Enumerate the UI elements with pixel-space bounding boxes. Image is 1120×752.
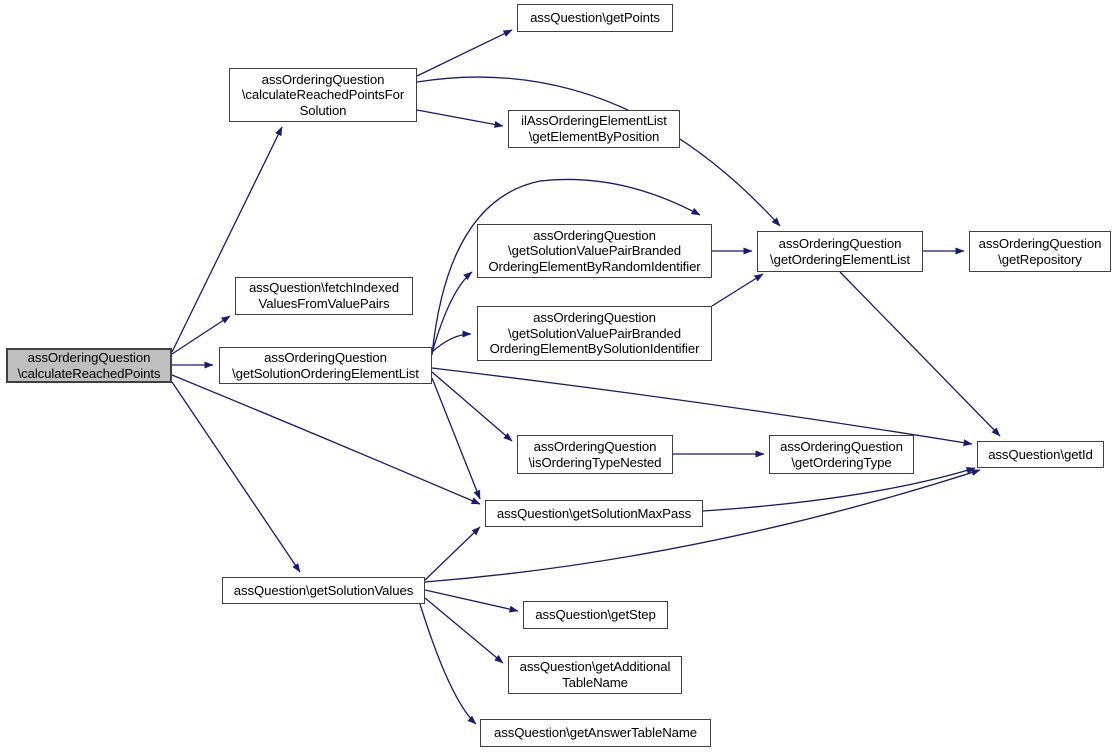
graph-node-getAnswerTableName[interactable]: assQuestion\getAnswerTableName [480,719,711,747]
graph-node-getOrderingElementList[interactable]: assOrderingQuestion \getOrderingElementL… [757,231,923,272]
graph-node-getOrderingType[interactable]: assOrderingQuestion \getOrderingType [769,435,914,474]
graph-node-fetchIndexedValuesFromValuePairs[interactable]: assQuestion\fetchIndexed ValuesFromValue… [235,277,413,315]
graph-edge-getSolutionValuePairBrandedOrderingElementBySolutionIdentifier-to-getOrderingElementList [711,273,764,307]
graph-node-label: assOrderingQuestion \calculateReachedPoi… [17,349,161,381]
graph-edge-calculateReachedPointsForSolution-to-getOrderingElementList [416,76,781,227]
graph-edge-getSolutionOrderingElementList-to-isOrderingTypeNested [431,371,513,442]
graph-edge-getOrderingElementList-to-getId [839,271,1001,437]
graph-node-calculateReachedPointsForSolution[interactable]: assOrderingQuestion \calculateReachedPoi… [229,68,417,122]
graph-node-getSolutionValuePairBrandedOrderingElementByRandomIdentifier[interactable]: assOrderingQuestion \getSolutionValuePai… [477,224,712,278]
graph-node-label: assQuestion\getId [988,446,1093,462]
graph-edge-getSolutionOrderingElementList-to-getSolutionValuePairBrandedOrderingElementBySolutionIdentifier [431,330,472,353]
graph-edge-getSolutionValues-to-getAdditionalTableName [424,597,504,664]
graph-node-label: assOrderingQuestion \getSolutionValuePai… [489,310,700,357]
graph-node-getSolutionValuePairBrandedOrderingElementBySolutionIdentifier[interactable]: assOrderingQuestion \getSolutionValuePai… [477,306,712,361]
graph-edge-calculateReachedPointsForSolution-to-getElementByPosition [416,109,504,128]
graph-node-getSolutionOrderingElementList[interactable]: assOrderingQuestion \getSolutionOrdering… [219,347,432,384]
graph-edge-calculateReachedPoints-to-calculateReachedPointsForSolution [171,126,283,353]
graph-node-getSolutionMaxPass[interactable]: assQuestion\getSolutionMaxPass [485,500,703,527]
graph-node-label: assOrderingQuestion \getSolutionValuePai… [488,227,701,274]
graph-edge-getSolutionValues-to-getAnswerTableName [419,603,477,725]
graph-node-label: assOrderingQuestion \calculateReachedPoi… [241,71,405,118]
graph-node-getId[interactable]: assQuestion\getId [977,441,1104,468]
graph-node-label: assQuestion\getPoints [530,10,660,26]
graph-node-getAdditionalTableName[interactable]: assQuestion\getAdditional TableName [508,656,682,694]
graph-node-label: assQuestion\getSolutionValues [233,582,414,598]
graph-node-getRepository[interactable]: assOrderingQuestion \getRepository [969,231,1111,272]
graph-edge-getSolutionOrderingElementList-to-getId [431,367,973,447]
graph-node-getElementByPosition[interactable]: ilAssOrderingElementList \getElementByPo… [508,110,680,148]
graph-node-label: assQuestion\getAdditional TableName [519,659,671,690]
graph-node-isOrderingTypeNested[interactable]: assOrderingQuestion \isOrderingTypeNeste… [517,435,673,474]
graph-node-calculateReachedPoints[interactable]: assOrderingQuestion \calculateReachedPoi… [6,348,172,383]
graph-edge-getSolutionOrderingElementList-to-getSolutionMaxPass [431,377,481,500]
graph-node-label: assQuestion\fetchIndexed ValuesFromValue… [248,280,400,311]
graph-node-label: ilAssOrderingElementList \getElementByPo… [521,113,667,144]
graph-edge-getSolutionValues-to-getSolutionMaxPass [424,526,481,581]
graph-node-label: assOrderingQuestion \isOrderingTypeNeste… [528,438,662,470]
graph-node-getPoints[interactable]: assQuestion\getPoints [517,4,673,32]
graph-node-getStep[interactable]: assQuestion\getStep [523,601,668,629]
graph-node-getSolutionValues[interactable]: assQuestion\getSolutionValues [222,577,425,604]
graph-node-label: assOrderingQuestion \getRepository [978,235,1102,267]
graph-edge-calculateReachedPoints-to-getSolutionValues [171,381,301,573]
graph-node-label: assQuestion\getSolutionMaxPass [496,505,692,521]
graph-node-label: assQuestion\getAnswerTableName [494,725,697,741]
graph-edge-getSolutionMaxPass-to-getId [702,467,976,512]
graph-node-label: assOrderingQuestion \getSolutionOrdering… [232,349,419,381]
graph-node-label: assOrderingQuestion \getOrderingElementL… [770,235,910,267]
graph-node-label: assQuestion\getStep [535,607,656,623]
graph-edge-calculateReachedPointsForSolution-to-getPoints [416,29,513,77]
graph-edge-getSolutionValues-to-getStep [424,589,519,613]
graph-edge-getSolutionOrderingElementList-to-getSolutionValuePairBrandedOrderingElementByRandomIdentifier [431,271,473,354]
graph-edge-calculateReachedPoints-to-getSolutionMaxPass [171,374,481,505]
graph-node-label: assOrderingQuestion \getOrderingType [780,438,903,470]
